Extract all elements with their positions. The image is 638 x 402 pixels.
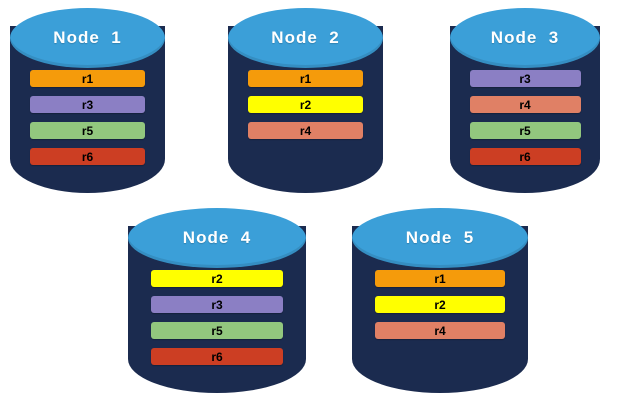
- cylinder-lid: [128, 208, 306, 268]
- shard-bar[interactable]: r5: [30, 122, 145, 139]
- shard-list: r2 r3 r5 r6: [151, 270, 283, 365]
- shard-bar[interactable]: r4: [469, 96, 581, 113]
- shard-bar[interactable]: r6: [30, 148, 145, 165]
- shard-bar[interactable]: r4: [374, 322, 506, 339]
- cylinder-lid: [228, 8, 383, 68]
- shard-bar[interactable]: r2: [151, 270, 283, 287]
- shard-bar[interactable]: r3: [469, 70, 581, 87]
- shard-bar[interactable]: r3: [30, 96, 145, 113]
- shard-bar[interactable]: r4: [248, 122, 363, 139]
- shard-bar[interactable]: r2: [248, 96, 363, 113]
- shard-list: r3 r4 r5 r6: [469, 70, 581, 165]
- shard-bar[interactable]: r6: [469, 148, 581, 165]
- shard-list: r1 r3 r5 r6: [30, 70, 145, 165]
- shard-bar[interactable]: r5: [151, 322, 283, 339]
- shard-bar[interactable]: r5: [469, 122, 581, 139]
- shard-bar[interactable]: r2: [374, 296, 506, 313]
- shard-bar[interactable]: r6: [151, 348, 283, 365]
- shard-bar[interactable]: r1: [30, 70, 145, 87]
- shard-bar[interactable]: r1: [374, 270, 506, 287]
- cylinder-lid: [450, 8, 600, 68]
- cylinder-lid: [10, 8, 165, 68]
- shard-bar[interactable]: r1: [248, 70, 363, 87]
- cylinder-lid: [352, 208, 528, 268]
- shard-list: r1 r2 r4: [374, 270, 506, 339]
- shard-bar[interactable]: r3: [151, 296, 283, 313]
- shard-list: r1 r2 r4: [248, 70, 363, 139]
